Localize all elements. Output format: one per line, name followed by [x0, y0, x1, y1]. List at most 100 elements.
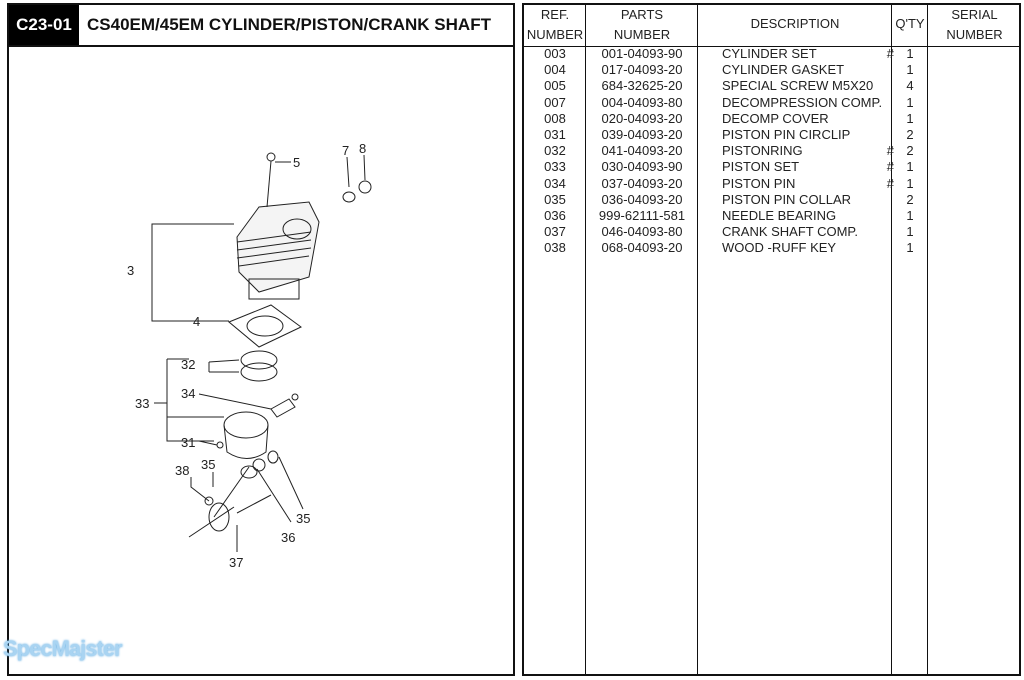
description-cell: NEEDLE BEARING — [722, 208, 837, 223]
ref-cell: 008 — [544, 110, 566, 126]
callout-7: 7 — [342, 143, 349, 158]
callout-35-right: 35 — [296, 511, 310, 526]
table-row: 033 030-04093-90 PISTON SET #1 — [524, 159, 1019, 175]
column-divider — [892, 5, 928, 674]
description-cell: PISTON PIN — [722, 175, 796, 191]
callout-4: 4 — [193, 314, 200, 329]
table-row: 004 017-04093-20 CYLINDER GASKET 1 — [524, 62, 1019, 78]
part-number-cell: 017-04093-20 — [601, 62, 683, 78]
ref-cell: 036 — [544, 208, 566, 223]
qty-cell: 1 — [906, 208, 914, 223]
description-cell: SPECIAL SCREW M5X20 — [722, 78, 874, 94]
ref-cell: 038 — [544, 240, 566, 256]
qty-cell: 2 — [906, 127, 914, 142]
callout-36: 36 — [281, 530, 295, 545]
ref-cell: 033 — [544, 159, 566, 175]
description-cell: PISTON SET — [722, 159, 800, 175]
header-ref: REF.NUMBER — [526, 7, 584, 42]
piston-rings-drawing — [240, 350, 278, 382]
description-cell: CYLINDER GASKET — [722, 62, 845, 78]
table-row: 005 684-32625-20 SPECIAL SCREW M5X20 4 — [524, 78, 1019, 94]
column-divider — [524, 5, 586, 674]
gasket-drawing — [228, 304, 302, 348]
description-cell: DECOMP COVER — [722, 110, 829, 126]
callout-3: 3 — [127, 263, 134, 278]
callout-31: 31 — [181, 435, 195, 450]
part-number-cell: 030-04093-90 — [601, 159, 683, 175]
description-cell: DECOMPRESSION COMP. — [722, 94, 883, 110]
qty-cell: 1 — [906, 110, 914, 126]
part-number-cell: 004-04093-80 — [601, 94, 683, 110]
qty-cell: 1 — [906, 94, 914, 110]
table-row: 036 999-62111-581 NEEDLE BEARING 1 — [524, 208, 1019, 224]
header-description: DESCRIPTION — [750, 16, 840, 31]
table-row: 032 041-04093-20 PISTONRING #2 — [524, 143, 1019, 159]
table-row: 008 020-04093-20 DECOMP COVER 1 — [524, 111, 1019, 127]
part-number-cell: 041-04093-20 — [601, 143, 683, 159]
description-cell: CYLINDER SET — [722, 46, 817, 61]
part-number-cell: 684-32625-20 — [601, 78, 683, 94]
callout-8: 8 — [359, 141, 366, 156]
callout-38: 38 — [175, 463, 189, 478]
mark-cell: # — [886, 143, 894, 159]
crankshaft-drawing — [188, 450, 279, 538]
callout-33: 33 — [135, 396, 149, 411]
description-cell: PISTON PIN COLLAR — [722, 191, 852, 207]
piston-drawing — [216, 411, 269, 459]
description-cell: PISTONRING — [722, 143, 803, 159]
table-row: 007 004-04093-80 DECOMPRESSION COMP. 1 — [524, 95, 1019, 111]
decomp-valve-drawing — [342, 180, 372, 203]
column-divider — [698, 5, 892, 674]
qty-cell: 1 — [906, 159, 914, 175]
table-row: 003 001-04093-90 CYLINDER SET #1 — [524, 46, 1019, 62]
ref-cell: 032 — [544, 143, 566, 159]
table-row: 035 036-04093-20 PISTON PIN COLLAR 2 — [524, 192, 1019, 208]
description-cell: PISTON PIN CIRCLIP — [722, 127, 851, 142]
part-number-cell: 020-04093-20 — [601, 110, 683, 126]
description-cell: WOOD -RUFF KEY — [722, 240, 837, 256]
ref-cell: 034 — [544, 175, 566, 191]
mark-cell: # — [886, 46, 894, 61]
qty-cell: 1 — [906, 240, 914, 256]
cylinder-drawing — [236, 152, 320, 300]
description-cell: CRANK SHAFT COMP. — [722, 224, 859, 240]
column-divider — [586, 5, 698, 674]
callout-32: 32 — [181, 357, 195, 372]
qty-cell: 1 — [906, 62, 914, 78]
ref-cell: 037 — [544, 224, 566, 240]
ref-cell: 035 — [544, 191, 566, 207]
callout-5: 5 — [293, 155, 300, 170]
callout-37: 37 — [229, 555, 243, 570]
diagram-panel: C23-01 CS40EM/45EM CYLINDER/PISTON/CRANK… — [7, 3, 515, 676]
callout-34: 34 — [181, 386, 195, 401]
ref-cell: 005 — [544, 78, 566, 94]
page-title: CS40EM/45EM CYLINDER/PISTON/CRANK SHAFT — [87, 15, 491, 34]
page-header: C23-01 CS40EM/45EM CYLINDER/PISTON/CRANK… — [9, 5, 513, 47]
qty-cell: 2 — [906, 143, 914, 159]
ref-cell: 004 — [544, 62, 566, 78]
part-number-cell: 037-04093-20 — [601, 175, 683, 191]
part-number-cell: 036-04093-20 — [601, 191, 683, 207]
qty-cell: 1 — [906, 46, 914, 61]
watermark-logo: SpecMajster — [3, 636, 123, 661]
ref-cell: 007 — [544, 94, 566, 110]
ref-cell: 003 — [544, 46, 566, 61]
header-qty: Q'TY — [895, 16, 925, 31]
part-number-cell: 999-62111-581 — [598, 208, 686, 223]
exploded-parts-diagram: 5 7 8 3 4 32 33 34 31 38 35 35 36 37 — [127, 141, 372, 570]
mark-cell: # — [886, 159, 894, 175]
qty-cell: 4 — [906, 78, 914, 94]
piston-pin-drawing — [270, 393, 299, 418]
part-number-cell: 001-04093-90 — [601, 46, 683, 61]
qty-cell: 2 — [906, 191, 914, 207]
part-number-cell: 046-04093-80 — [601, 224, 683, 240]
header-divider — [524, 46, 1019, 47]
part-number-cell: 039-04093-20 — [601, 127, 683, 142]
mark-cell: # — [886, 175, 894, 191]
